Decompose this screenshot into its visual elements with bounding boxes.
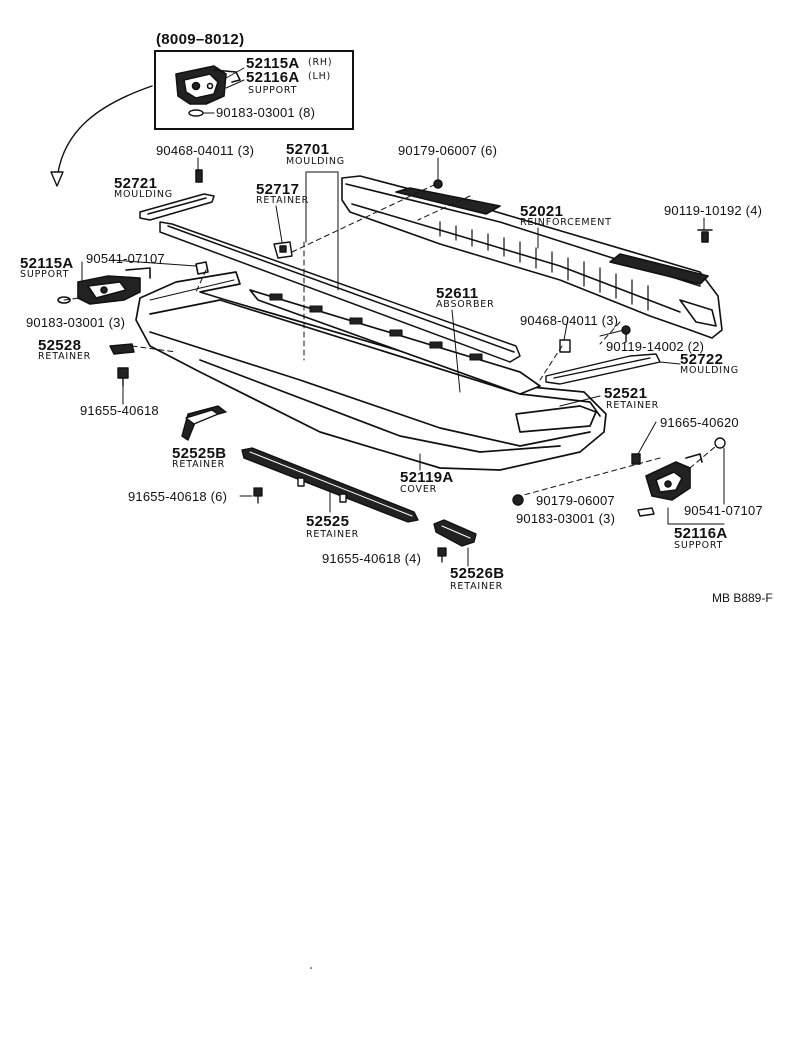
label-bolt-90183-right: 90183-03001 (3): [516, 511, 616, 526]
inset-bolt: 90183-03001 (8): [216, 105, 316, 120]
label-bolt-90119-14002: 90119-14002 (2): [606, 339, 705, 354]
label-clip-90179-top: 90179-06007 (6): [398, 143, 498, 158]
label-retainer-52525b-no: 52525B: [172, 445, 227, 462]
label-nut-90468-right: 90468-04011 (3): [520, 313, 619, 328]
inset-part-rh: 52115A: [246, 55, 300, 72]
moulding-52721-part: [139, 169, 215, 221]
label-reinf-52021-name: REINFORCEMENT: [520, 217, 612, 228]
label-absorber-52611-no: 52611: [436, 285, 479, 302]
label-absorber-52611-name: ABSORBER: [436, 299, 495, 310]
label-support-52115a-no: 52115A: [20, 255, 74, 272]
label-screw-90541-left: 90541-07107: [86, 251, 165, 266]
retainer-52525-part: [241, 447, 419, 523]
label-clip-90179-bottom: 90179-06007: [536, 493, 615, 508]
label-retainer-52525-no: 52525: [306, 513, 350, 530]
label-bolt-90119-10192: 90119-10192 (4): [664, 203, 763, 218]
label-support-52115a-name: SUPPORT: [20, 269, 70, 280]
label-retainer-52526b-no: 52526B: [450, 565, 505, 582]
label-retainer-52528-no: 52528: [38, 337, 82, 354]
right-fasteners: [512, 325, 726, 517]
label-screw-90541-right: 90541-07107: [684, 503, 763, 518]
label-moulding-52701-name: MOULDING: [286, 156, 345, 167]
stray-dot: [310, 967, 312, 969]
label-moulding-52722-no: 52722: [680, 351, 724, 368]
inset-part-lh-side: (LH): [308, 71, 332, 82]
retainer-52717-part: [273, 241, 293, 259]
inset-part-lh: 52116A: [246, 69, 300, 86]
support-52115a-part: [57, 261, 209, 305]
retainer-52525b-part: [181, 405, 227, 441]
retainer-52526b-part: [433, 519, 477, 547]
label-nut-90468-top: 90468-04011 (3): [156, 143, 255, 158]
inset-box: [154, 50, 354, 130]
support-52116a-part: [645, 453, 703, 501]
inset-support-name: SUPPORT: [248, 85, 298, 96]
label-moulding-52721-name: MOULDING: [114, 189, 173, 200]
label-moulding-52701-no: 52701: [286, 141, 330, 158]
bumper-cover-52119a: [135, 271, 607, 471]
label-moulding-52721-no: 52721: [114, 175, 158, 192]
label-screw-91655-40618-c: 91655-40618 (4): [322, 551, 422, 566]
inset-part-rh-side: (RH): [308, 57, 333, 68]
screws: [253, 487, 447, 563]
label-cover-52119a-no: 52119A: [400, 469, 454, 486]
reinforcement-52021-part: [341, 175, 723, 339]
inset-support-bracket: [175, 65, 245, 117]
label-reinf-52021-no: 52021: [520, 203, 564, 220]
label-screw-91655-40618-b: 91655-40618 (6): [128, 489, 228, 504]
label-cover-52119a-name: COVER: [400, 484, 438, 495]
diagram-code: MB B889-F: [712, 591, 773, 605]
label-bolt-90183-left: 90183-03001 (3): [26, 315, 126, 330]
label-retainer-52528-name: RETAINER: [38, 351, 92, 362]
dashed-guides: [63, 183, 717, 497]
inset-arrow: [50, 85, 153, 187]
label-retainer-52521-no: 52521: [604, 385, 648, 402]
moulding-52701-strip: [159, 221, 521, 363]
label-retainer-52521-name: RETAINER: [606, 400, 660, 411]
label-retainer-52525b-name: RETAINER: [172, 459, 226, 470]
inset-serial-range: (8009–8012): [156, 31, 245, 48]
leader-lines: [81, 157, 725, 567]
label-retainer-52526b-name: RETAINER: [450, 581, 504, 592]
label-screw-91665-40620: 91665-40620: [660, 415, 739, 430]
label-screw-91655-40618-a: 91655-40618: [80, 403, 159, 418]
label-support-52116a-name: SUPPORT: [674, 540, 724, 551]
label-retainer-52717-name: RETAINER: [256, 195, 310, 206]
label-retainer-52717-no: 52717: [256, 181, 300, 198]
label-moulding-52722-name: MOULDING: [680, 365, 739, 376]
label-support-52116a-no: 52116A: [674, 525, 728, 542]
left-small-parts: [109, 343, 135, 387]
label-retainer-52525-name: RETAINER: [306, 529, 360, 540]
moulding-52722-part: [545, 353, 661, 385]
